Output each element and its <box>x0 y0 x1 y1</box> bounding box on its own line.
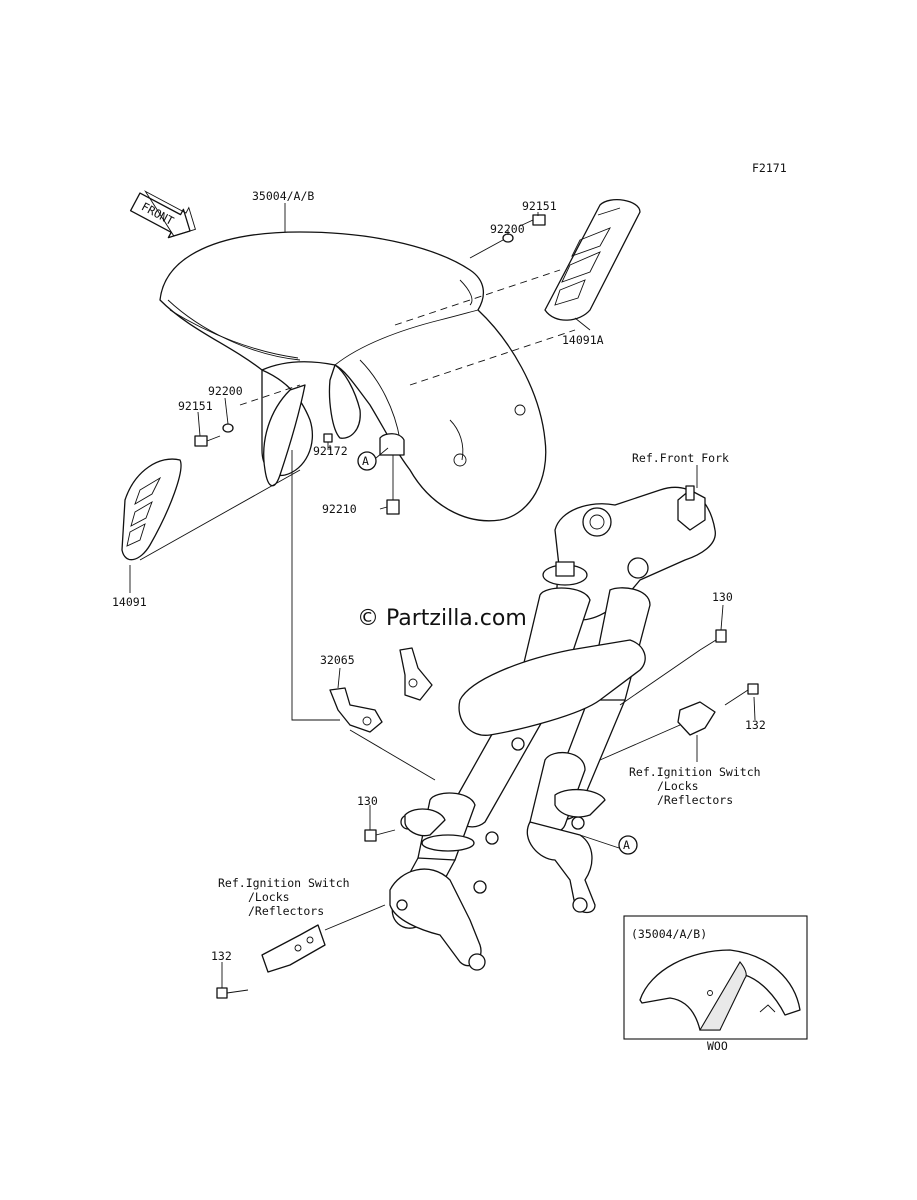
svg-text:A: A <box>362 454 369 468</box>
label-92172: 92172 <box>313 444 348 458</box>
bolt-92151-right-icon <box>519 214 546 227</box>
front-fork <box>389 485 716 971</box>
inset-title: (35004/A/B) <box>631 927 707 941</box>
label-130-top: 130 <box>712 590 733 604</box>
label-ref-ignition-right-1: Ref.Ignition Switch <box>629 765 761 779</box>
label-92200-right: 92200 <box>490 222 525 236</box>
switch-bracket-right <box>677 701 716 736</box>
front-fender <box>159 231 547 522</box>
label-130-mid: 130 <box>357 794 378 808</box>
inset-variant: (35004/A/B) WOO <box>623 915 808 1053</box>
callout-a-fender: A <box>357 447 389 471</box>
bolt-92151-left-icon <box>194 435 221 447</box>
screw-92172-icon <box>323 433 333 450</box>
label-ref-ignition-left-3: /Reflectors <box>248 904 324 918</box>
label-132-left: 132 <box>211 949 232 963</box>
washer-92200-left-icon <box>222 423 234 433</box>
bolt-132-left-icon <box>216 987 249 999</box>
front-arrow-icon: FRONT <box>129 190 196 239</box>
svg-text:A: A <box>623 838 630 852</box>
label-ref-ignition-left-1: Ref.Ignition Switch <box>218 876 350 890</box>
bolt-132-right-icon <box>724 683 759 706</box>
label-92200-left: 92200 <box>208 384 243 398</box>
inset-caption: WOO <box>707 1039 728 1053</box>
callout-a-fork: A <box>579 834 638 855</box>
bracket-32065 <box>329 647 433 733</box>
label-14091a: 14091A <box>562 333 604 347</box>
label-ref-ignition-right-3: /Reflectors <box>657 793 733 807</box>
bolt-130-top-icon <box>699 629 727 651</box>
label-32065: 32065 <box>320 653 355 667</box>
watermark: © Partzilla.com <box>357 606 527 631</box>
diagram-id: F2171 <box>752 161 787 175</box>
label-ref-front-fork: Ref.Front Fork <box>632 451 729 465</box>
label-14091: 14091 <box>112 595 147 609</box>
label-132-right: 132 <box>745 718 766 732</box>
label-35004: 35004/A/B <box>252 189 314 203</box>
label-92210: 92210 <box>322 502 357 516</box>
nut-92210-icon <box>386 499 400 515</box>
label-ref-ignition-right-2: /Locks <box>657 779 699 793</box>
label-ref-ignition-left-2: /Locks <box>248 890 290 904</box>
switch-bracket-left <box>261 924 326 973</box>
fender-cover-left <box>121 458 182 561</box>
label-92151-left: 92151 <box>178 399 213 413</box>
fender-cover-right <box>544 199 641 321</box>
label-92151-right: 92151 <box>522 199 557 213</box>
bolt-130-mid-icon <box>364 829 396 842</box>
